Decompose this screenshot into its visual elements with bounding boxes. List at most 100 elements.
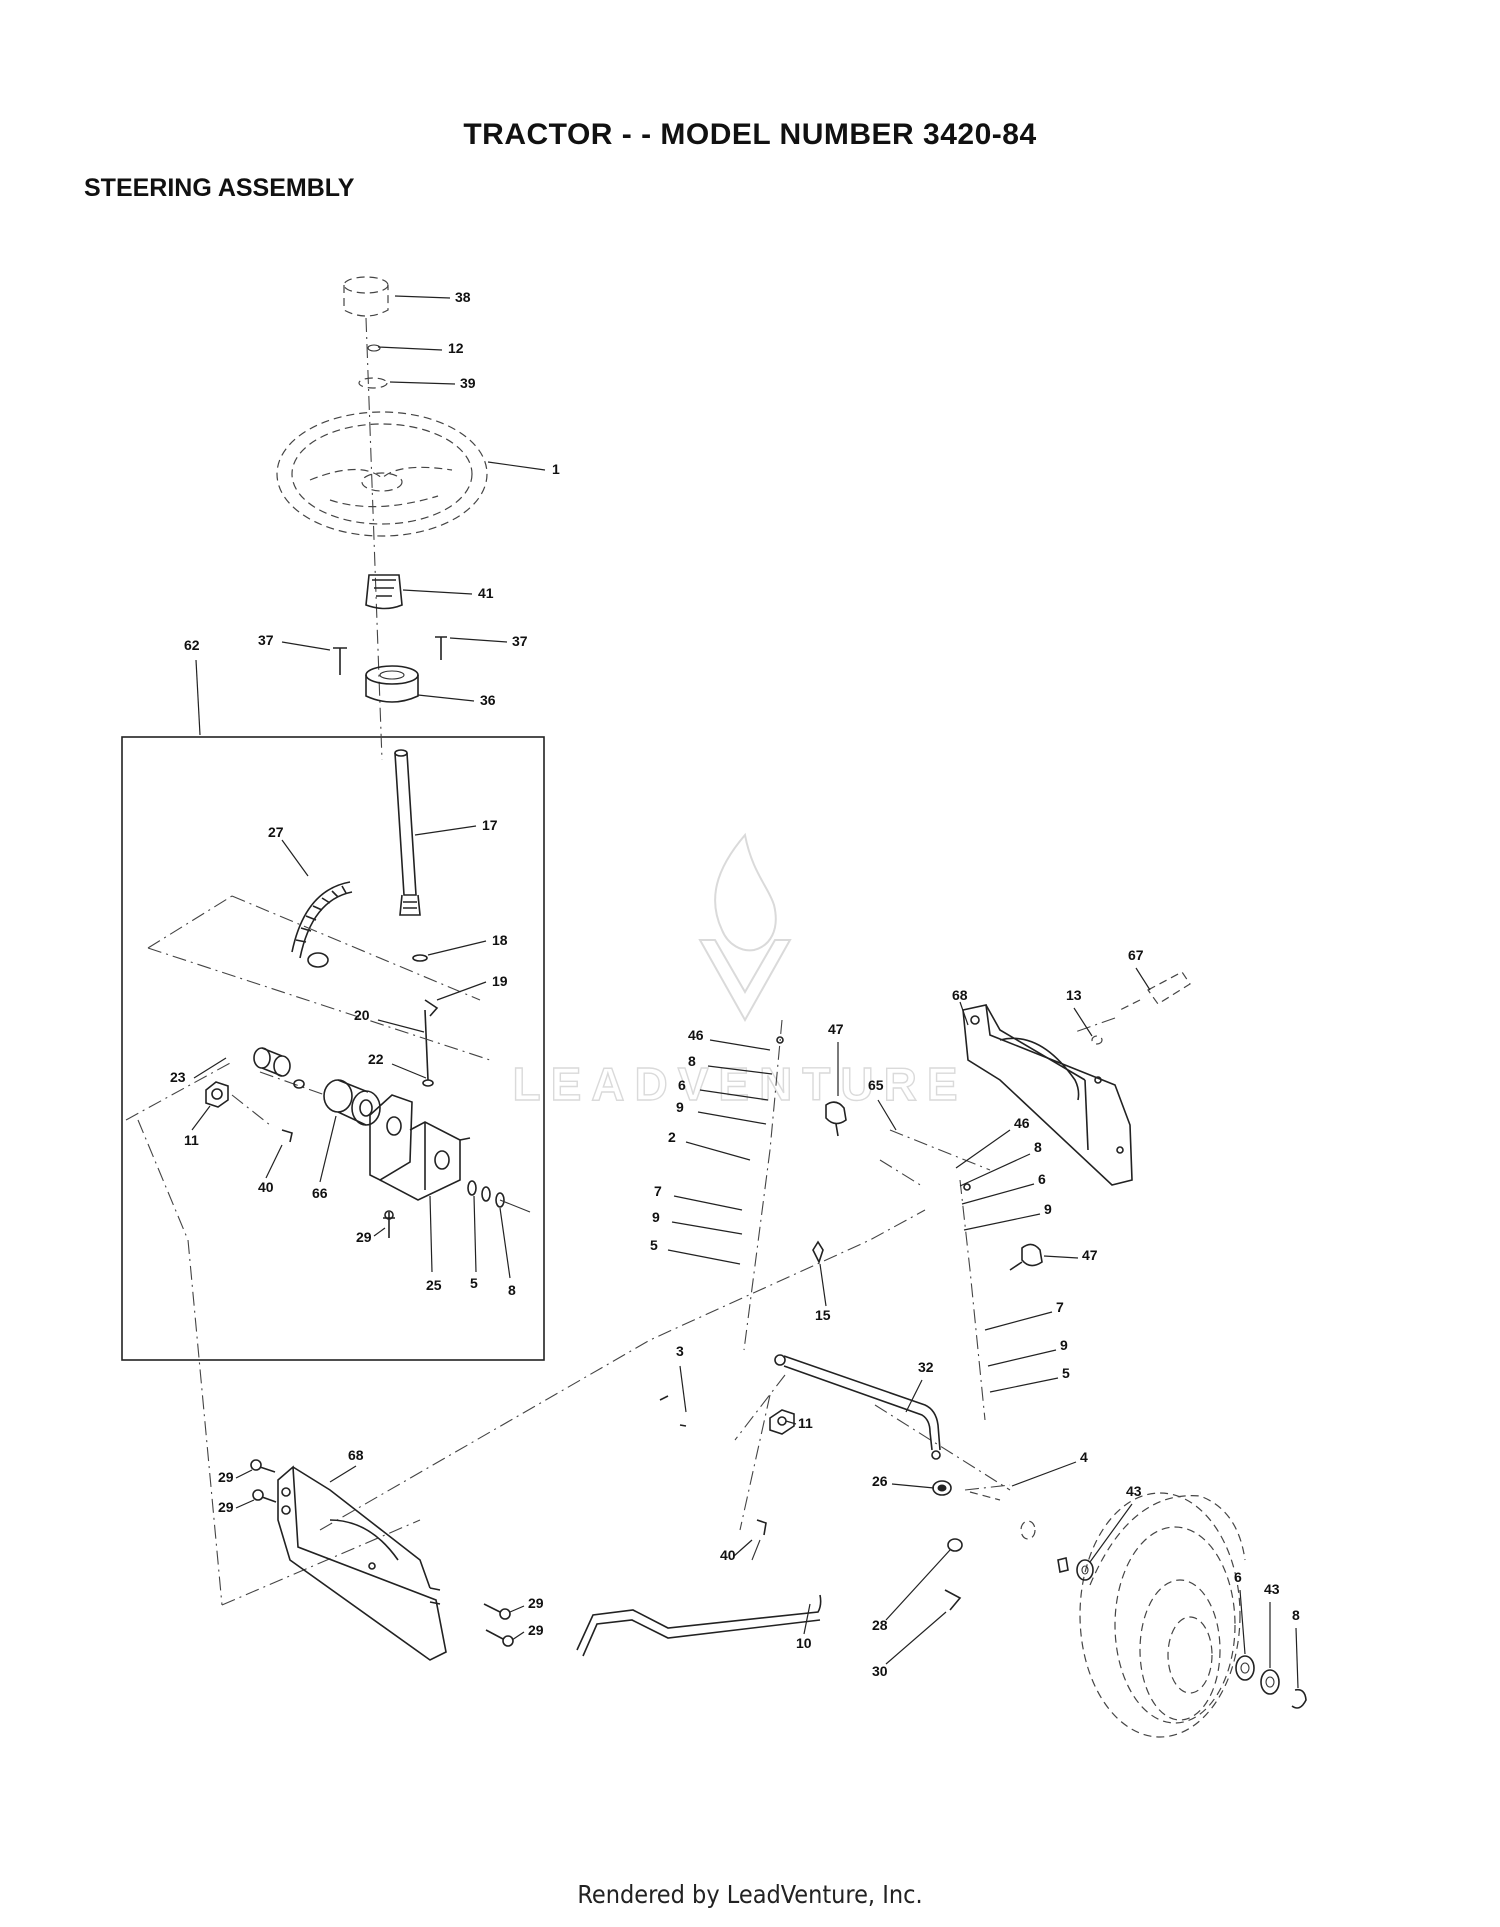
callout-label: 8 xyxy=(508,1282,516,1298)
callout-label: 47 xyxy=(1082,1247,1098,1263)
leader-line xyxy=(429,1195,433,1273)
page-title: TRACTOR - - MODEL NUMBER 3420-84 xyxy=(463,118,1037,151)
assembly-line xyxy=(259,1071,326,1096)
leader-line xyxy=(193,1057,227,1079)
bolt xyxy=(281,1129,293,1143)
steering-link-rod xyxy=(576,1594,822,1657)
leader-line xyxy=(436,981,487,1001)
washer-18 xyxy=(412,954,428,962)
callout-label: 10 xyxy=(796,1635,812,1651)
leader-line xyxy=(667,1249,741,1265)
assembly-line xyxy=(319,1209,926,1531)
leader-line xyxy=(877,1099,897,1131)
leader-line xyxy=(959,1001,969,1026)
leader-line xyxy=(963,1213,1041,1231)
locknut xyxy=(932,1480,952,1496)
leader-line xyxy=(891,1483,935,1489)
leadventure-watermark: LEADVENTURE xyxy=(512,832,958,1111)
callout-label: 11 xyxy=(184,1132,199,1148)
leader-line xyxy=(281,641,331,651)
leader-line xyxy=(1043,1255,1079,1259)
leader-line xyxy=(671,1221,743,1235)
leader-line xyxy=(235,1499,255,1509)
callout-label: 37 xyxy=(512,633,528,649)
leader-line xyxy=(487,461,546,471)
callout-label: 46 xyxy=(1014,1115,1030,1131)
callout-label: 36 xyxy=(480,692,496,708)
leader-line xyxy=(885,1549,951,1621)
leader-line xyxy=(955,1129,1011,1169)
callout-label: 7 xyxy=(1056,1299,1064,1315)
callout-label: 8 xyxy=(1034,1139,1042,1155)
leader-line xyxy=(235,1469,253,1479)
screw-29-b xyxy=(252,1489,277,1503)
tie-rod-clip xyxy=(812,1240,824,1265)
washer-6-inner xyxy=(1240,1662,1250,1674)
leader-line xyxy=(509,1605,525,1613)
callout-label: 62 xyxy=(184,637,200,653)
callout-label: 13 xyxy=(1066,987,1082,1003)
callout-label: 29 xyxy=(218,1499,234,1515)
bolt-22 xyxy=(422,1079,434,1087)
leader-line xyxy=(679,1365,687,1413)
leader-line xyxy=(819,1263,827,1307)
leader-line xyxy=(319,1115,337,1183)
leader-line xyxy=(377,346,443,351)
washer-6 xyxy=(1235,1655,1255,1681)
leader-line xyxy=(959,1153,1031,1187)
frame-bracket-right xyxy=(962,1004,1133,1186)
leader-line xyxy=(402,589,473,595)
leader-line xyxy=(265,1144,283,1179)
callout-label: 9 xyxy=(676,1099,684,1115)
callout-label: 67 xyxy=(1128,947,1144,963)
callout-label: 23 xyxy=(170,1069,186,1085)
retainer-clip xyxy=(1291,1688,1307,1709)
callout-label: 9 xyxy=(652,1209,660,1225)
wheel-adapter xyxy=(365,574,403,610)
leader-line xyxy=(195,659,201,736)
shaft-20 xyxy=(424,1009,429,1081)
washer-5b xyxy=(481,1186,491,1202)
assembly-line xyxy=(137,1119,223,1606)
callout-label: 29 xyxy=(218,1469,234,1485)
leader-line xyxy=(885,1611,947,1665)
leader-line xyxy=(389,381,456,385)
leader-line xyxy=(987,1349,1057,1367)
steering-bushing xyxy=(365,665,419,703)
callout-label: 22 xyxy=(368,1051,384,1067)
callout-label: 19 xyxy=(492,973,508,989)
callout-label: 68 xyxy=(952,987,968,1003)
leader-line xyxy=(281,839,309,877)
spindle-bolt-right xyxy=(1009,1243,1043,1271)
callout-label: 6 xyxy=(678,1077,686,1093)
leader-line xyxy=(984,1311,1053,1331)
leader-line xyxy=(473,1195,477,1273)
hex-nut xyxy=(205,1081,229,1108)
callout-label: 5 xyxy=(650,1237,658,1253)
callout-label: 27 xyxy=(268,824,284,840)
leader-line xyxy=(699,1089,769,1101)
callout-label: 66 xyxy=(312,1185,328,1201)
leader-line xyxy=(427,940,487,956)
assembly-line xyxy=(889,1129,991,1171)
front-wheel xyxy=(1079,1492,1246,1738)
nut xyxy=(358,377,388,389)
callout-label: 1 xyxy=(552,461,560,477)
watermark-flame-icon xyxy=(714,832,777,952)
washer xyxy=(776,1036,784,1044)
callout-label: 20 xyxy=(354,1007,370,1023)
sector-gear xyxy=(291,881,353,968)
leader-line xyxy=(685,1141,751,1161)
leader-line xyxy=(803,1603,811,1635)
leader-line xyxy=(449,637,508,643)
leader-line xyxy=(329,1465,357,1483)
bolt-thread xyxy=(751,1539,761,1561)
callout-label: 12 xyxy=(448,340,464,356)
callout-label: 46 xyxy=(688,1027,704,1043)
callout-label: 30 xyxy=(872,1663,888,1679)
callout-label: 5 xyxy=(1062,1365,1070,1381)
callout-label: 40 xyxy=(720,1547,736,1563)
washer-5 xyxy=(467,1180,477,1196)
assembly-line xyxy=(879,1159,923,1187)
callout-label: 32 xyxy=(918,1359,934,1375)
